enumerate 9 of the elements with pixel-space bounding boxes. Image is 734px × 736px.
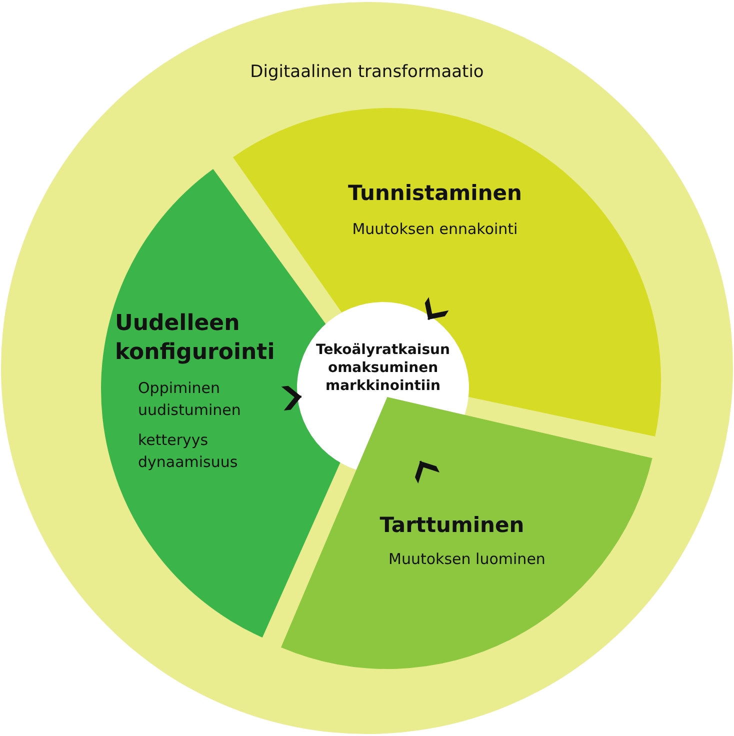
segment-subtitle: ketteryys dynaamisuus: [138, 430, 239, 473]
segment-heading: Tunnistaminen: [346, 180, 523, 207]
segment-subtitle: Muutoksen ennakointi: [351, 218, 519, 240]
segment-subtitle: Oppiminen uudistuminen: [138, 378, 242, 421]
segment-heading: Tarttuminen: [378, 512, 526, 539]
center-label: Tekoälyratkaisun omaksuminen markkinointiin: [315, 341, 451, 396]
segment-heading: Uudelleen konfigurointi: [114, 310, 276, 367]
segment-subtitle: Muutoksen luominen: [388, 548, 546, 570]
ring-title: Digitaalinen transformaatio: [249, 61, 485, 84]
